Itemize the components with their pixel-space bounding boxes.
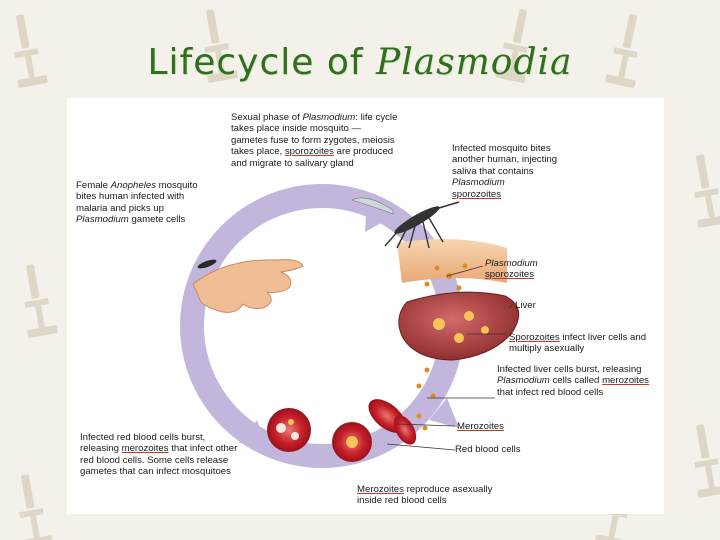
microscope-icon [14, 14, 48, 88]
rbc-burst-text-a: Infected red blood cells burst, releasin… [80, 432, 206, 455]
merozoites-label-text: Merozoites [457, 421, 504, 432]
microscope-icon [19, 474, 53, 540]
cycle-arrowhead-bottom [239, 420, 267, 448]
microscope-icon [495, 9, 528, 83]
red-blood-cells-icon [267, 399, 417, 462]
sexual-phase-text-c: : life cycle takes place inside mosquito… [231, 112, 398, 158]
title-italic: Plasmodia [376, 42, 573, 83]
pointer-lines [386, 265, 514, 451]
microscope-icon [605, 14, 638, 88]
reproduce-text-a: Merozoites [357, 484, 404, 495]
sporozoite-dots [424, 263, 468, 291]
cycle-arrowhead-right [429, 398, 459, 428]
liver-icon [398, 291, 520, 361]
rbc-burst-text-c: that infect other red blood cells. Some … [80, 443, 238, 478]
slide-title: Lifecycle of Plasmodia [0, 42, 720, 83]
anopheles-text-e: gamete cells [128, 214, 186, 226]
red-blood-cells-label: Red blood cells [455, 444, 521, 455]
merozoites-reproduce-label: Merozoites reproduce asexually inside re… [357, 484, 517, 507]
sexual-phase-text-b: Plasmodium [302, 112, 356, 123]
sexual-phase-label: Sexual phase of Plasmodium: life cycle t… [231, 112, 399, 169]
infected-mosquito-bites-label: Infected mosquito bites another human, i… [452, 143, 580, 200]
female-anopheles-label: Female Anopheles mosquito bites human in… [76, 180, 212, 226]
sporozoites-label-b: sporozoites [485, 269, 535, 281]
anopheles-text-c: mosquito bites human infected with malar… [76, 180, 198, 214]
human-hand-icon [192, 259, 304, 313]
liver-label: Liver [515, 300, 536, 311]
sexual-phase-text-d: sporozoites [284, 146, 334, 158]
lifecycle-diagram [180, 184, 520, 468]
merozoites-label: Merozoites [457, 421, 504, 432]
anopheles-text-a: Female [76, 180, 111, 191]
anopheles-text-b: Anopheles [110, 180, 156, 191]
sexual-phase-text-a: Sexual phase of [231, 112, 303, 123]
sexual-phase-text-e: are produced and migrate to salivary gla… [231, 146, 394, 169]
infected-bites-text-c: sporozoites [452, 188, 502, 200]
microscope-icon [694, 424, 720, 498]
sporozoites-label-a: Plasmodium [485, 258, 538, 269]
reproduce-text-b: reproduce asexually inside red blood cel… [357, 484, 493, 507]
infected-bites-text-a: Infected mosquito bites another human, i… [452, 143, 558, 177]
liver-burst-text-c: cells called [549, 375, 603, 387]
liver-burst-text-e: that infect red blood cells [497, 386, 604, 398]
liver-burst-text-d: merozoites [602, 375, 649, 387]
rbc-burst-text-b: merozoites [121, 443, 169, 455]
infect-liver-text-b: infect liver cells and multiply asexuall… [509, 332, 647, 355]
anopheles-text-d: Plasmodium [76, 214, 129, 226]
microscope-icon [24, 264, 58, 338]
liver-burst-text-b: Plasmodium [497, 375, 550, 387]
infect-liver-text-a: Sporozoites [509, 332, 560, 343]
rbc-burst-label: Infected red blood cells burst, releasin… [80, 432, 246, 478]
merozoite-dots [416, 367, 436, 431]
microscope-icon [204, 9, 238, 83]
microscope-icon [694, 154, 720, 228]
sporozoites-infect-liver-label: Sporozoites infect liver cells and multi… [509, 332, 649, 355]
skin-layer-icon [397, 239, 507, 283]
liver-burst-text-a: Infected liver cells burst, releasing [497, 364, 642, 375]
title-prefix: Lifecycle of [147, 42, 376, 83]
lifecycle-diagram-panel: Sexual phase of Plasmodium: life cycle t… [67, 98, 664, 514]
infected-bites-text-b: Plasmodium [452, 177, 505, 189]
mosquito-icon [351, 197, 460, 249]
liver-cells-burst-label: Infected liver cells burst, releasing Pl… [497, 364, 649, 398]
